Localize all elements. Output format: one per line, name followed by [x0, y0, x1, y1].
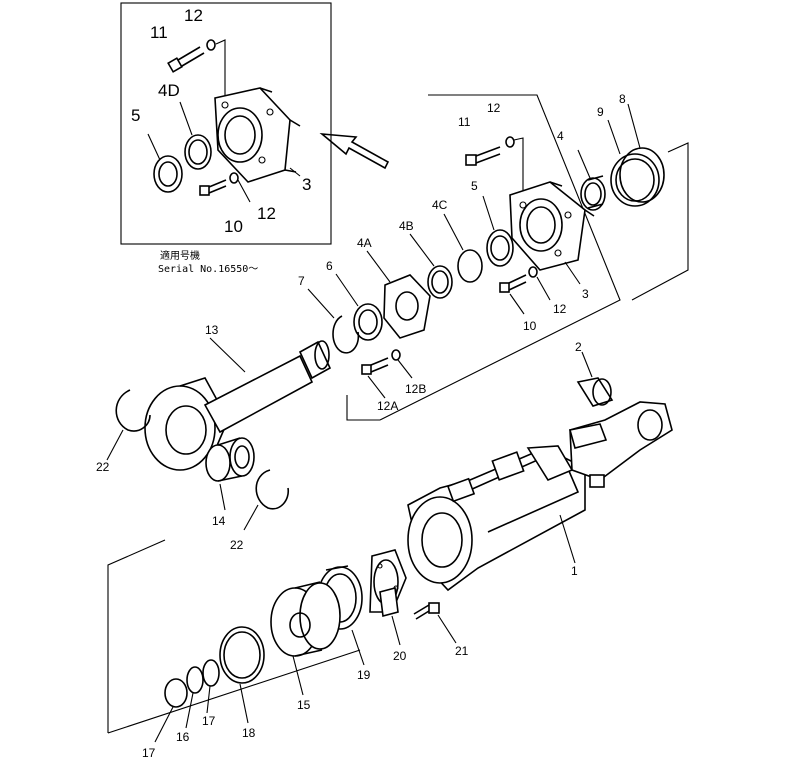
label-4: 4	[557, 129, 564, 143]
callout-ring-8	[619, 147, 665, 203]
callout-group: 12 11 4 9 8 5 4C 4B 4A 6 7 3 12 10 12B 1…	[298, 92, 689, 421]
inset-bushing-4d	[184, 134, 212, 170]
label-6: 6	[326, 259, 333, 273]
label-17: 17	[202, 714, 216, 728]
label-14: 14	[212, 514, 226, 528]
callout-washer-12b	[391, 349, 401, 361]
inset-bolt-11	[167, 46, 205, 73]
callout-bolt-12a	[361, 357, 389, 375]
cylinder-assembly: 2 1	[407, 340, 673, 592]
label-9: 9	[597, 105, 604, 119]
bushing-14	[205, 437, 255, 482]
label-10: 10	[523, 319, 537, 333]
nut-20	[369, 549, 407, 618]
label-17: 17	[142, 746, 156, 760]
label-3: 3	[302, 175, 311, 194]
label-8: 8	[619, 92, 626, 106]
inset-arrow	[319, 132, 390, 170]
label-12a: 12A	[377, 399, 398, 413]
label-12: 12	[184, 6, 203, 25]
label-11: 11	[150, 23, 168, 42]
callout-bolt-11	[465, 146, 501, 166]
label-18: 18	[242, 726, 256, 740]
callout-bolt-10	[499, 274, 527, 293]
callout-bushing-4b	[427, 265, 453, 299]
label-2: 2	[575, 340, 582, 354]
bushing-2	[576, 377, 614, 407]
ring-18	[219, 626, 265, 684]
piston-15	[270, 581, 341, 657]
callout-washer-12	[505, 136, 515, 148]
seal-16	[186, 666, 204, 694]
callout-flange-3	[509, 181, 595, 271]
label-19: 19	[357, 668, 371, 682]
label-12: 12	[487, 101, 501, 115]
screw-21	[413, 602, 440, 620]
label-5: 5	[131, 106, 140, 125]
piston-rod-13	[203, 340, 332, 434]
label-7: 7	[298, 274, 305, 288]
label-12-lower: 12	[257, 204, 276, 223]
serial-note-title: 適用号機	[160, 249, 200, 262]
inset-bolt-10	[199, 179, 227, 196]
label-12-right: 12	[553, 302, 567, 316]
snap-ring-22-right	[255, 469, 290, 510]
inset-panel: 12 11 4D 5 3 12 10 適用号機 Serial No.16550～	[120, 2, 390, 275]
cylinder-tube-1	[407, 445, 586, 592]
label-22: 22	[96, 460, 110, 474]
label-4c: 4C	[432, 198, 448, 212]
callout-ring-4c	[457, 249, 483, 283]
inset-washer-12	[206, 39, 216, 51]
label-4b: 4B	[399, 219, 414, 233]
snap-ring-22-left	[115, 389, 151, 432]
inset-ring-5	[153, 155, 183, 193]
callout-ring-9	[610, 153, 660, 207]
label-11: 11	[458, 115, 471, 129]
inset-washer-12b	[229, 172, 239, 184]
label-10: 10	[224, 217, 243, 236]
seal-17-left	[164, 678, 188, 708]
callout-bushing-4	[580, 175, 606, 211]
label-21: 21	[455, 644, 469, 658]
label-5: 5	[471, 179, 478, 193]
callout-snap-ring-7	[332, 315, 360, 354]
label-4a: 4A	[357, 236, 372, 250]
label-12b: 12B	[405, 382, 426, 396]
callout-ring-5	[486, 229, 514, 267]
label-16: 16	[176, 730, 190, 744]
callout-ring-6	[353, 303, 383, 341]
piston-group: 20 21 19 15 18 17 16 17	[107, 539, 469, 760]
callout-washer-12-right	[528, 266, 538, 278]
label-20: 20	[393, 649, 407, 663]
label-1: 1	[571, 564, 578, 578]
label-22: 22	[230, 538, 244, 552]
label-4d: 4D	[158, 81, 180, 100]
callout-flange-4a	[383, 274, 431, 339]
seal-17-right	[202, 659, 220, 687]
label-3: 3	[582, 287, 589, 301]
rod-assembly: 13 22 14 22	[96, 323, 332, 552]
label-15: 15	[297, 698, 311, 712]
inset-flange-3	[214, 87, 301, 183]
serial-note-number: Serial No.16550～	[158, 264, 258, 275]
cylinder-clevis	[568, 401, 673, 488]
label-13: 13	[205, 323, 219, 337]
